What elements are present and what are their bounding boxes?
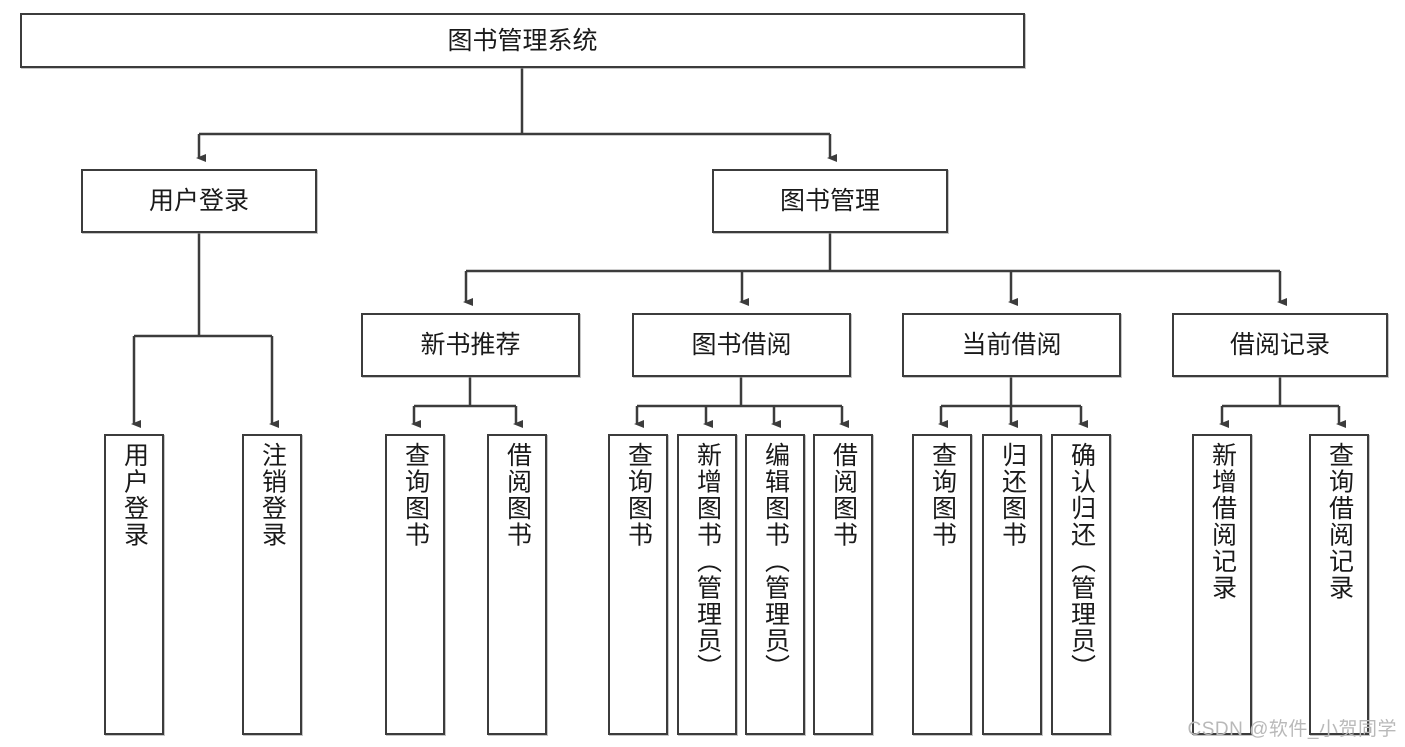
leaf-edit-book-admin[interactable]: 编辑图书（管理员） (745, 434, 805, 735)
node-label: 图书管理系统 (447, 26, 598, 55)
node-new-book-recommend[interactable]: 新书推荐 (361, 313, 580, 377)
leaf-add-borrow-record[interactable]: 新增借阅记录 (1192, 434, 1252, 735)
node-label: 当前借阅 (961, 331, 1062, 359)
leaf-confirm-return-admin[interactable]: 确认归还（管理员） (1051, 434, 1111, 735)
node-label: 查询借阅记录 (1325, 442, 1354, 601)
node-label: 图书借阅 (691, 331, 792, 359)
leaf-query-book-current[interactable]: 查询图书 (912, 434, 972, 735)
leaf-query-borrow-record[interactable]: 查询借阅记录 (1309, 434, 1369, 735)
node-book-management[interactable]: 图书管理 (712, 169, 948, 233)
node-label: 借阅图书 (829, 442, 858, 548)
leaf-borrow-book[interactable]: 借阅图书 (813, 434, 873, 735)
node-label: 查询图书 (401, 442, 430, 548)
leaf-return-book[interactable]: 归还图书 (982, 434, 1042, 735)
node-label: 查询图书 (928, 442, 957, 548)
watermark: CSDN @软件_小贺同学 (1187, 719, 1397, 740)
leaf-user-login[interactable]: 用户登录 (104, 434, 164, 735)
node-label: 新增图书（管理员） (693, 442, 722, 681)
leaf-add-book-admin[interactable]: 新增图书（管理员） (677, 434, 737, 735)
node-label: 新增借阅记录 (1208, 442, 1237, 601)
node-label: 查询图书 (624, 442, 653, 548)
node-label: 确认归还（管理员） (1067, 442, 1096, 681)
node-label: 用户登录 (148, 187, 249, 215)
leaf-logout[interactable]: 注销登录 (242, 434, 302, 735)
leaf-query-book-new[interactable]: 查询图书 (385, 434, 445, 735)
node-user-login[interactable]: 用户登录 (81, 169, 317, 233)
node-label: 借阅图书 (503, 442, 532, 548)
node-label: 新书推荐 (420, 331, 521, 359)
node-label: 用户登录 (120, 442, 149, 548)
leaf-borrow-book-new[interactable]: 借阅图书 (487, 434, 547, 735)
node-borrow-record[interactable]: 借阅记录 (1172, 313, 1388, 377)
node-label: 注销登录 (258, 442, 287, 548)
node-label: 编辑图书（管理员） (761, 442, 790, 681)
node-current-borrow[interactable]: 当前借阅 (902, 313, 1121, 377)
node-book-borrow[interactable]: 图书借阅 (632, 313, 851, 377)
node-root-system[interactable]: 图书管理系统 (20, 13, 1025, 68)
leaf-query-book-borrow[interactable]: 查询图书 (608, 434, 668, 735)
node-label: 归还图书 (998, 442, 1027, 548)
node-label: 图书管理 (779, 187, 880, 215)
node-label: 借阅记录 (1229, 331, 1330, 359)
